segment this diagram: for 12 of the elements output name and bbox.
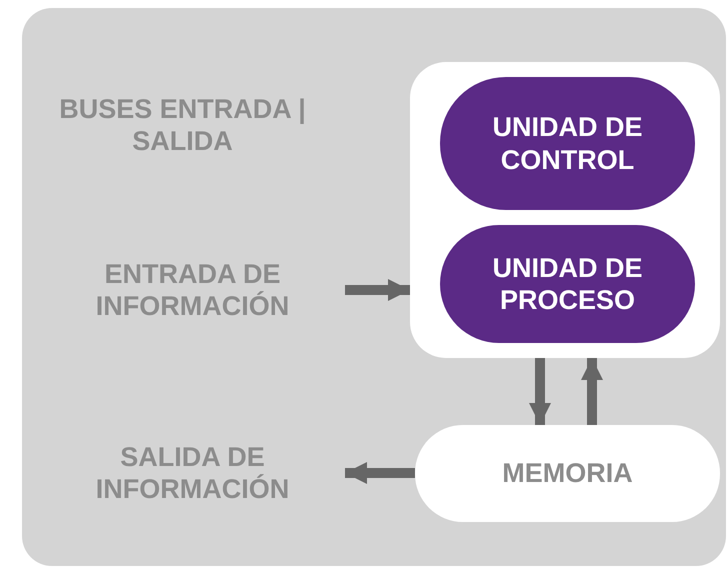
arrow [345, 279, 410, 301]
node-label: UNIDAD DE PROCESO [491, 252, 644, 316]
node-label: ENTRADA DE INFORMACIÓN [94, 258, 290, 322]
arrow [529, 358, 551, 425]
arrow [581, 358, 603, 425]
node-label: UNIDAD DE CONTROL [491, 111, 644, 176]
node-label: SALIDA DE INFORMACIÓN [94, 440, 290, 506]
heading-text: BUSES ENTRADA | SALIDA [58, 92, 307, 158]
node-label: MEMORIA [502, 457, 633, 490]
arrow [345, 462, 415, 484]
cpu-box [410, 62, 720, 358]
panel-background [22, 8, 726, 566]
